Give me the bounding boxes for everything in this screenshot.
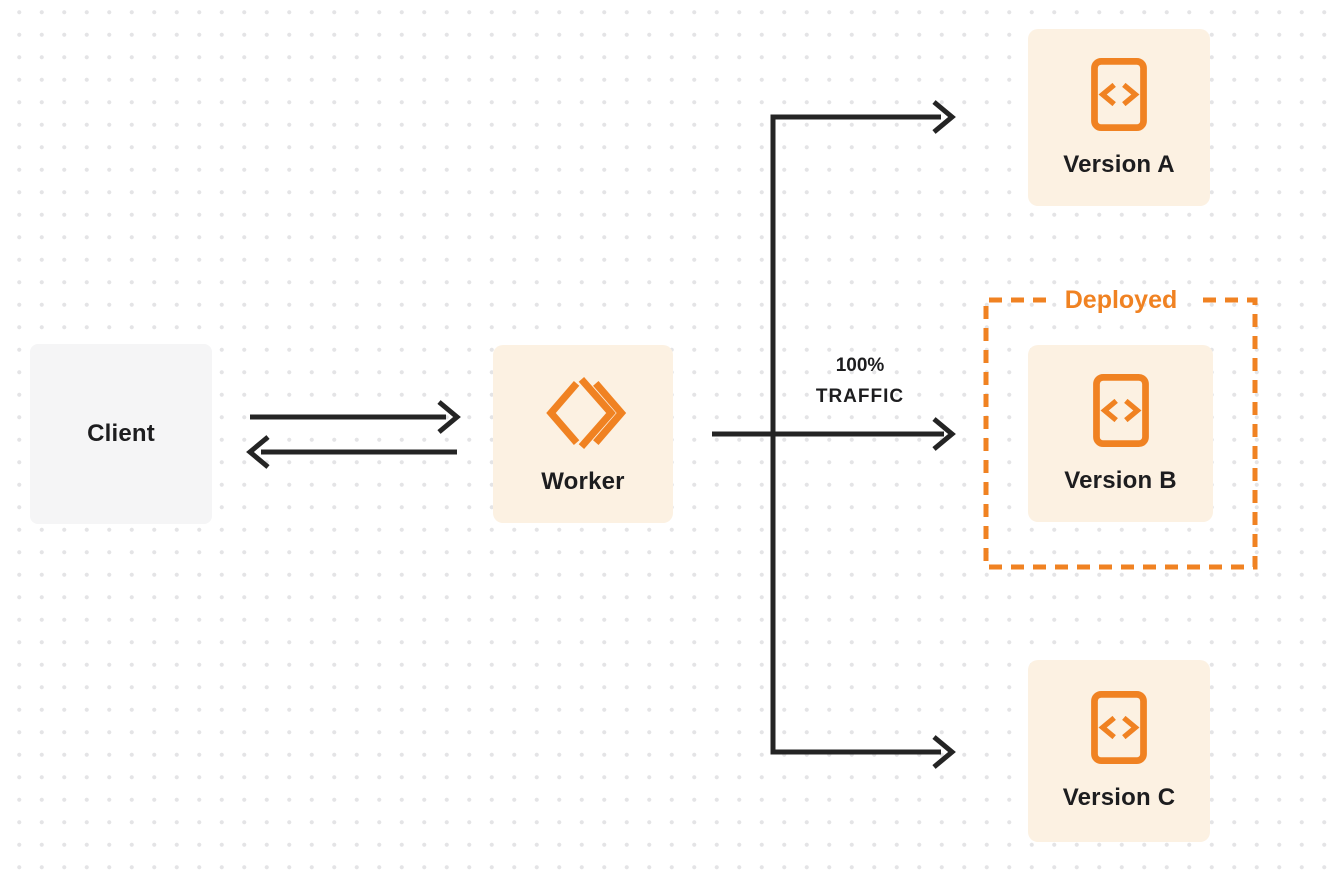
client-to-worker-arrow — [250, 400, 461, 434]
version-c-arrowhead — [932, 735, 956, 769]
code-file-icon — [1092, 373, 1149, 447]
traffic-percentage-unit: TRAFFIC — [815, 386, 905, 407]
code-file-icon — [1091, 57, 1147, 131]
version-a-arrowhead — [932, 100, 956, 134]
version-a-node: Version A — [1028, 29, 1210, 206]
version-a-label: Version A — [1063, 150, 1175, 178]
code-file-icon — [1091, 690, 1147, 765]
version-c-node: Version C — [1028, 660, 1210, 842]
client-label: Client — [87, 420, 155, 447]
client-node: Client — [30, 344, 212, 524]
version-b-label: Version B — [1064, 466, 1177, 494]
worker-to-client-arrow — [246, 435, 457, 469]
branch-trunk — [770, 114, 941, 755]
version-c-label: Version C — [1062, 784, 1176, 811]
workers-logo-icon — [546, 377, 627, 449]
worker-to-version-b-arrow — [712, 417, 956, 451]
deployed-status-label: Deployed — [1064, 285, 1178, 314]
traffic-percentage-label: 100% TRAFFIC — [790, 350, 930, 412]
version-b-node: Version B — [1028, 345, 1213, 522]
worker-label: Worker — [541, 468, 625, 495]
traffic-percentage-value: 100% — [835, 355, 885, 376]
worker-node: Worker — [493, 345, 673, 523]
